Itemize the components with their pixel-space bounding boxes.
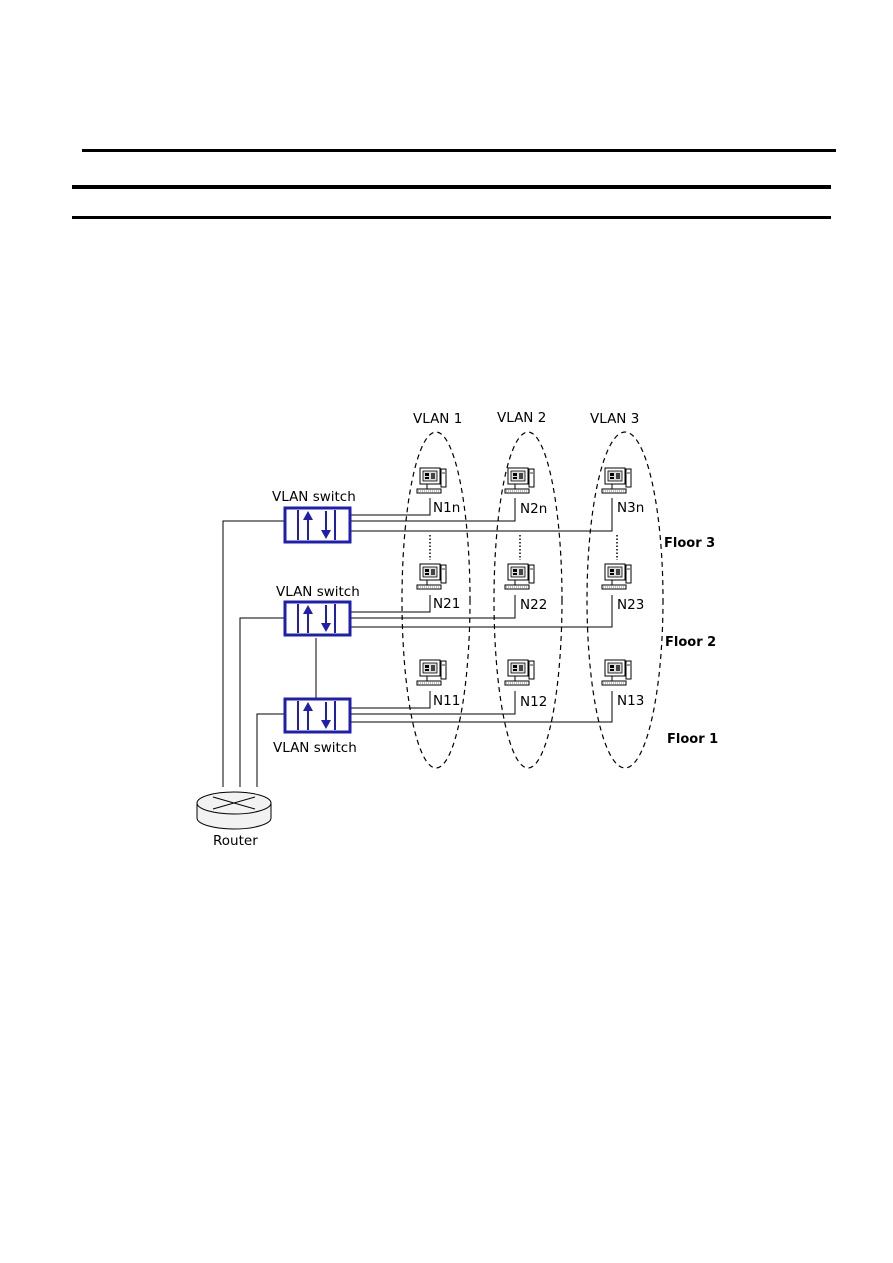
switch-icon — [283, 600, 352, 637]
computer-icon — [504, 563, 535, 590]
computer-icon — [601, 467, 632, 494]
floor-2-links — [350, 595, 613, 628]
floor-3-label: Floor 3 — [664, 536, 715, 551]
router-label: Router — [213, 833, 258, 849]
switch-label-floor-2: VLAN switch — [276, 584, 360, 600]
node-label: N21 — [433, 596, 460, 612]
node-label: N12 — [520, 694, 547, 710]
vlan-groups — [401, 431, 664, 769]
vlan-3-ellipse — [586, 431, 664, 769]
computer-icon — [416, 563, 447, 590]
node-label: N22 — [520, 597, 547, 613]
switch-label-floor-3: VLAN switch — [272, 489, 356, 505]
node-label: N13 — [617, 693, 644, 709]
vlan-1-label: VLAN 1 — [413, 411, 462, 427]
router-icon — [196, 791, 272, 830]
node-label: N23 — [617, 597, 644, 613]
bottom-rule — [72, 216, 831, 219]
computer-icon — [416, 467, 447, 494]
top-rule — [82, 149, 836, 152]
floor-3-links — [350, 498, 613, 532]
node-label: N11 — [433, 693, 460, 709]
computer-icon — [416, 659, 447, 686]
node-label: N1n — [433, 500, 460, 516]
switch-label-floor-1: VLAN switch — [273, 740, 357, 756]
switch-icon — [283, 506, 352, 544]
vlan-2-ellipse — [493, 431, 563, 769]
computer-icon — [601, 659, 632, 686]
floor-2-label: Floor 2 — [665, 635, 716, 650]
router-uplinks — [222, 520, 317, 787]
node-label: N2n — [520, 501, 547, 517]
continuation-dots — [429, 535, 618, 560]
middle-rule — [72, 185, 831, 189]
floor-1-links — [350, 691, 613, 723]
computer-icon — [504, 659, 535, 686]
computer-icon — [504, 467, 535, 494]
switch-icon — [283, 697, 352, 734]
node-label: N3n — [617, 500, 644, 516]
vlan-2-label: VLAN 2 — [497, 410, 546, 426]
vlan-3-label: VLAN 3 — [590, 411, 639, 427]
vlan-1-ellipse — [401, 431, 471, 769]
computer-icon — [601, 563, 632, 590]
floor-1-label: Floor 1 — [667, 732, 718, 747]
